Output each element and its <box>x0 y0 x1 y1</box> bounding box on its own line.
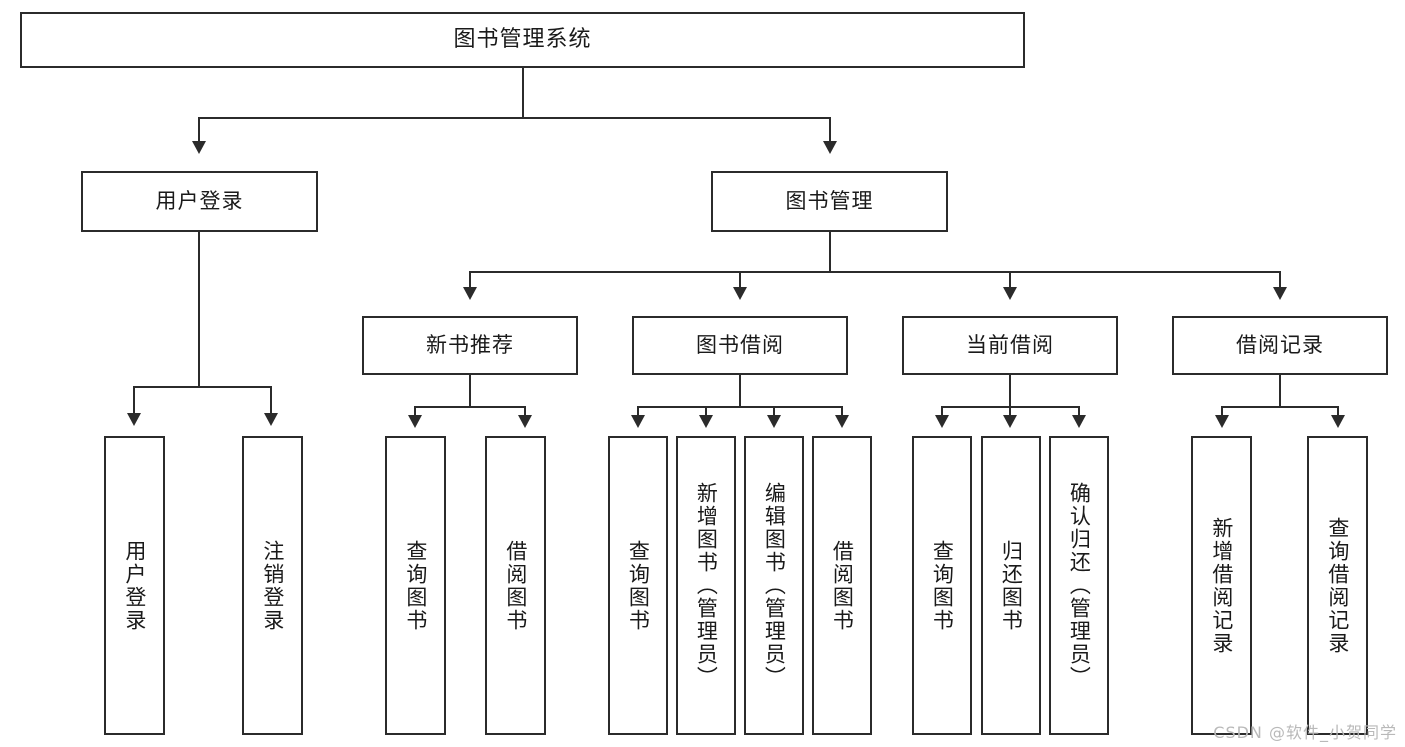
leaf-label: 借阅图书 <box>503 539 528 632</box>
connector-br-bus <box>1221 406 1338 408</box>
leaf-label: 编辑图书（管理员） <box>762 482 787 689</box>
arrowhead-to-br-leaf-1 <box>1215 415 1229 428</box>
leaf-return-book[interactable]: 归还图书 <box>981 436 1041 735</box>
leaf-confirm-return-admin[interactable]: 确认归还（管理员） <box>1049 436 1109 735</box>
connector-user-login-bus <box>133 386 270 388</box>
arrowhead-to-cb-leaf-3 <box>1072 415 1086 428</box>
node-new-book-recommend[interactable]: 新书推荐 <box>362 316 578 375</box>
connector-nbr-drop-1 <box>414 406 416 418</box>
connector-bb-drop-1 <box>637 406 639 418</box>
arrowhead-to-borrow-record <box>1273 287 1287 300</box>
connector-cb-drop-1 <box>941 406 943 418</box>
leaf-label: 查询图书 <box>403 539 428 632</box>
node-label: 图书管理系统 <box>453 27 592 52</box>
node-borrow-record[interactable]: 借阅记录 <box>1172 316 1388 375</box>
connector-level3-drop-4 <box>1279 271 1281 289</box>
connector-root-drop-2 <box>829 117 831 145</box>
arrowhead-to-user-login-leaf <box>127 413 141 426</box>
connector-level3-bus <box>469 271 1280 273</box>
node-book-management[interactable]: 图书管理 <box>711 171 948 232</box>
connector-book-management-stem <box>829 232 831 272</box>
arrowhead-to-logout-leaf <box>264 413 278 426</box>
leaf-logout[interactable]: 注销登录 <box>242 436 303 735</box>
connector-bb-bus <box>637 406 841 408</box>
node-label: 图书管理 <box>785 189 874 213</box>
node-label: 当前借阅 <box>966 333 1054 357</box>
leaf-label: 注销登录 <box>260 539 285 632</box>
connector-user-login-drop-1 <box>133 386 135 416</box>
connector-level3-drop-2 <box>739 271 741 289</box>
connector-br-drop-2 <box>1337 406 1339 418</box>
arrowhead-to-nbr-leaf-1 <box>408 415 422 428</box>
leaf-query-borrow-record[interactable]: 查询借阅记录 <box>1307 436 1368 735</box>
leaf-query-book-cb[interactable]: 查询图书 <box>912 436 972 735</box>
arrowhead-to-cb-leaf-2 <box>1003 415 1017 428</box>
leaf-edit-book-admin[interactable]: 编辑图书（管理员） <box>744 436 804 735</box>
connector-br-drop-1 <box>1221 406 1223 418</box>
connector-cb-drop-2 <box>1009 406 1011 418</box>
arrowhead-to-bb-leaf-2 <box>699 415 713 428</box>
connector-level3-drop-3 <box>1009 271 1011 289</box>
connector-level3-drop-1 <box>469 271 471 289</box>
leaf-borrow-book-bb[interactable]: 借阅图书 <box>812 436 872 735</box>
leaf-user-login[interactable]: 用户登录 <box>104 436 165 735</box>
leaf-add-book-admin[interactable]: 新增图书（管理员） <box>676 436 736 735</box>
leaf-label: 归还图书 <box>999 539 1024 632</box>
leaf-label: 用户登录 <box>122 539 147 632</box>
arrowhead-to-bb-leaf-1 <box>631 415 645 428</box>
arrowhead-to-book-management <box>823 141 837 154</box>
connector-br-stem <box>1279 375 1281 407</box>
connector-cb-stem <box>1009 375 1011 407</box>
node-label: 用户登录 <box>155 189 244 213</box>
node-current-borrow[interactable]: 当前借阅 <box>902 316 1118 375</box>
leaf-label: 确认归还（管理员） <box>1067 482 1092 689</box>
connector-root-bus <box>198 117 830 119</box>
leaf-query-book-nbr[interactable]: 查询图书 <box>385 436 446 735</box>
connector-bb-stem <box>739 375 741 407</box>
connector-bb-drop-3 <box>773 406 775 418</box>
arrowhead-to-bb-leaf-3 <box>767 415 781 428</box>
node-user-login[interactable]: 用户登录 <box>81 171 318 232</box>
connector-bb-drop-4 <box>841 406 843 418</box>
arrowhead-to-current-borrow <box>1003 287 1017 300</box>
arrowhead-to-new-book-recommend <box>463 287 477 300</box>
connector-bb-drop-2 <box>705 406 707 418</box>
arrowhead-to-user-login <box>192 141 206 154</box>
connector-root-stem <box>522 68 524 118</box>
leaf-query-book-bb[interactable]: 查询图书 <box>608 436 668 735</box>
leaf-add-borrow-record[interactable]: 新增借阅记录 <box>1191 436 1252 735</box>
leaf-label: 查询借阅记录 <box>1325 516 1350 655</box>
connector-root-drop-1 <box>198 117 200 145</box>
leaf-label: 新增图书（管理员） <box>694 482 719 689</box>
leaf-label: 新增借阅记录 <box>1209 516 1234 655</box>
arrowhead-to-book-borrow <box>733 287 747 300</box>
arrowhead-to-br-leaf-2 <box>1331 415 1345 428</box>
node-book-management-system[interactable]: 图书管理系统 <box>20 12 1025 68</box>
node-label: 新书推荐 <box>426 333 514 357</box>
leaf-borrow-book-nbr[interactable]: 借阅图书 <box>485 436 546 735</box>
connector-user-login-stem <box>198 232 200 387</box>
leaf-label: 查询图书 <box>626 539 651 632</box>
node-label: 借阅记录 <box>1236 333 1324 357</box>
connector-nbr-stem <box>469 375 471 407</box>
leaf-label: 借阅图书 <box>830 539 855 632</box>
node-label: 图书借阅 <box>696 333 784 357</box>
arrowhead-to-nbr-leaf-2 <box>518 415 532 428</box>
arrowhead-to-cb-leaf-1 <box>935 415 949 428</box>
node-book-borrow[interactable]: 图书借阅 <box>632 316 848 375</box>
connector-cb-drop-3 <box>1078 406 1080 418</box>
leaf-label: 查询图书 <box>930 539 955 632</box>
connector-user-login-drop-2 <box>270 386 272 416</box>
connector-nbr-bus <box>414 406 524 408</box>
arrowhead-to-bb-leaf-4 <box>835 415 849 428</box>
connector-nbr-drop-2 <box>524 406 526 418</box>
